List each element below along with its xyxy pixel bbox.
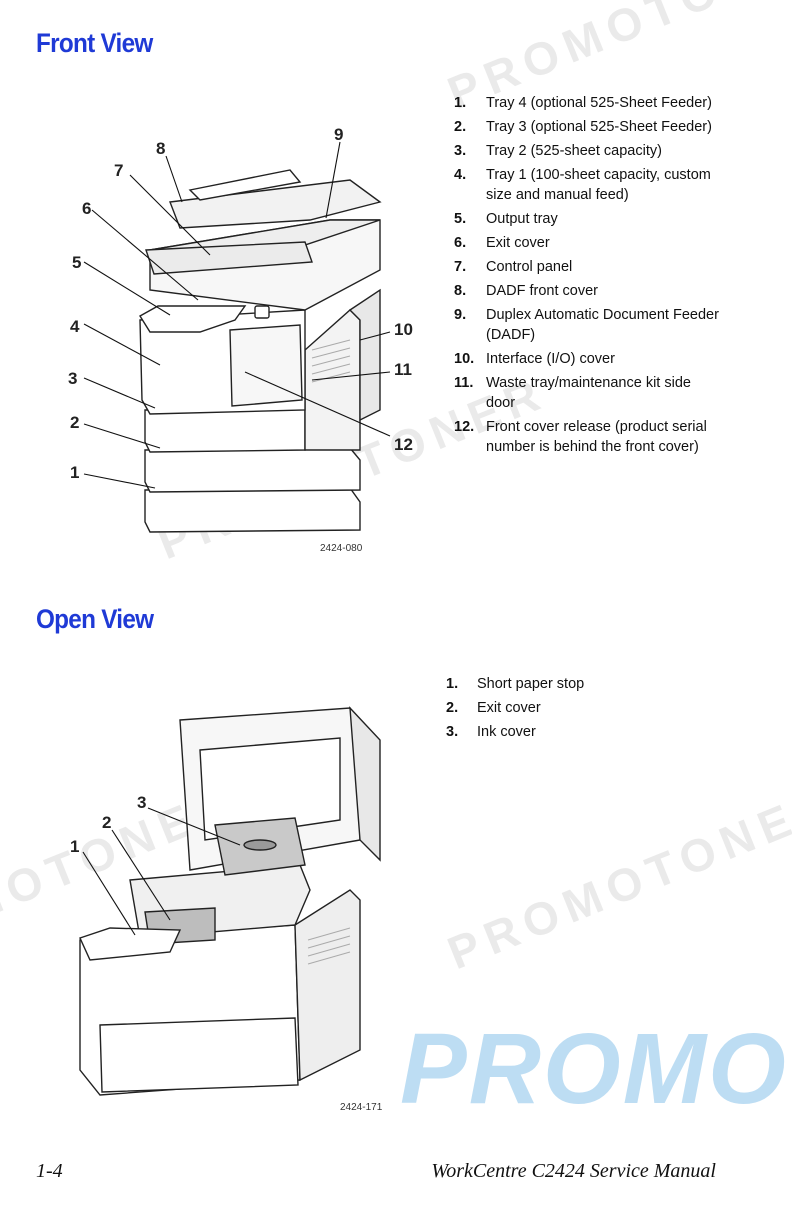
list-item: 1.Short paper stop <box>446 676 585 692</box>
list-item: 1.Tray 4 (optional 525-Sheet Feeder) <box>454 95 712 111</box>
callout-4: 4 <box>70 317 80 336</box>
list-item: 10.Interface (I/O) cover <box>454 351 615 367</box>
callout-8: 8 <box>156 139 165 158</box>
callout-3: 3 <box>68 369 77 388</box>
printer-illustration <box>139 169 382 533</box>
list-item: 3.Tray 2 (525-sheet capacity) <box>454 143 662 159</box>
open-view-diagram: 1 2 3 2424-171 <box>70 706 383 1113</box>
callout-1: 1 <box>70 837 79 856</box>
callout-3: 3 <box>137 793 146 812</box>
section-title-front-view: Front View <box>36 28 153 58</box>
list-item: 9.Duplex Automatic Document Feeder (DADF… <box>454 307 719 343</box>
list-item: 3.Ink cover <box>446 724 536 740</box>
callout-labels: 1 2 3 4 5 6 7 8 9 10 11 12 <box>68 125 413 482</box>
watermark-large: PROMOT <box>400 1013 792 1125</box>
vent-lines <box>307 927 351 965</box>
list-item: 2.Exit cover <box>446 700 541 716</box>
list-item: 5.Output tray <box>454 211 558 227</box>
list-item: 8.DADF front cover <box>454 283 598 299</box>
callout-6: 6 <box>82 199 91 218</box>
callout-2: 2 <box>70 413 79 432</box>
callout-7: 7 <box>114 161 123 180</box>
list-item: 11.Waste tray/maintenance kit side door <box>454 375 691 411</box>
page-number: 1-4 <box>36 1160 63 1182</box>
list-item: 12.Front cover release (product serial n… <box>454 419 707 455</box>
callout-11: 11 <box>394 360 412 379</box>
list-item: 2.Tray 3 (optional 525-Sheet Feeder) <box>454 119 712 135</box>
watermark: PROMOTONER <box>440 775 792 980</box>
callout-10: 10 <box>394 320 413 339</box>
callout-lines <box>83 141 391 489</box>
front-view-legend: 1.Tray 4 (optional 525-Sheet Feeder) 2.T… <box>454 93 724 461</box>
list-item: 6.Exit cover <box>454 235 550 251</box>
callout-1: 1 <box>70 463 79 482</box>
open-view-legend: 1.Short paper stop 2.Exit cover 3.Ink co… <box>446 674 716 746</box>
front-view-diagram: 1 2 3 4 5 6 7 8 9 10 11 12 2424-080 <box>68 125 413 554</box>
list-item: 7.Control panel <box>454 259 573 275</box>
callout-9: 9 <box>334 125 343 144</box>
callout-5: 5 <box>72 253 81 272</box>
callout-lines <box>82 807 241 936</box>
figure-code: 2424-171 <box>340 1102 383 1113</box>
callout-labels: 1 2 3 <box>70 793 146 856</box>
manual-title: WorkCentre C2424 Service Manual <box>431 1160 716 1182</box>
vent-lines <box>311 339 351 383</box>
callout-12: 12 <box>394 435 413 454</box>
section-title-open-view: Open View <box>36 604 154 634</box>
printer-open-illustration <box>79 706 381 1096</box>
callout-2: 2 <box>102 813 111 832</box>
figure-code: 2424-080 <box>320 543 363 554</box>
list-item: 4.Tray 1 (100-sheet capacity, custom siz… <box>454 167 711 203</box>
